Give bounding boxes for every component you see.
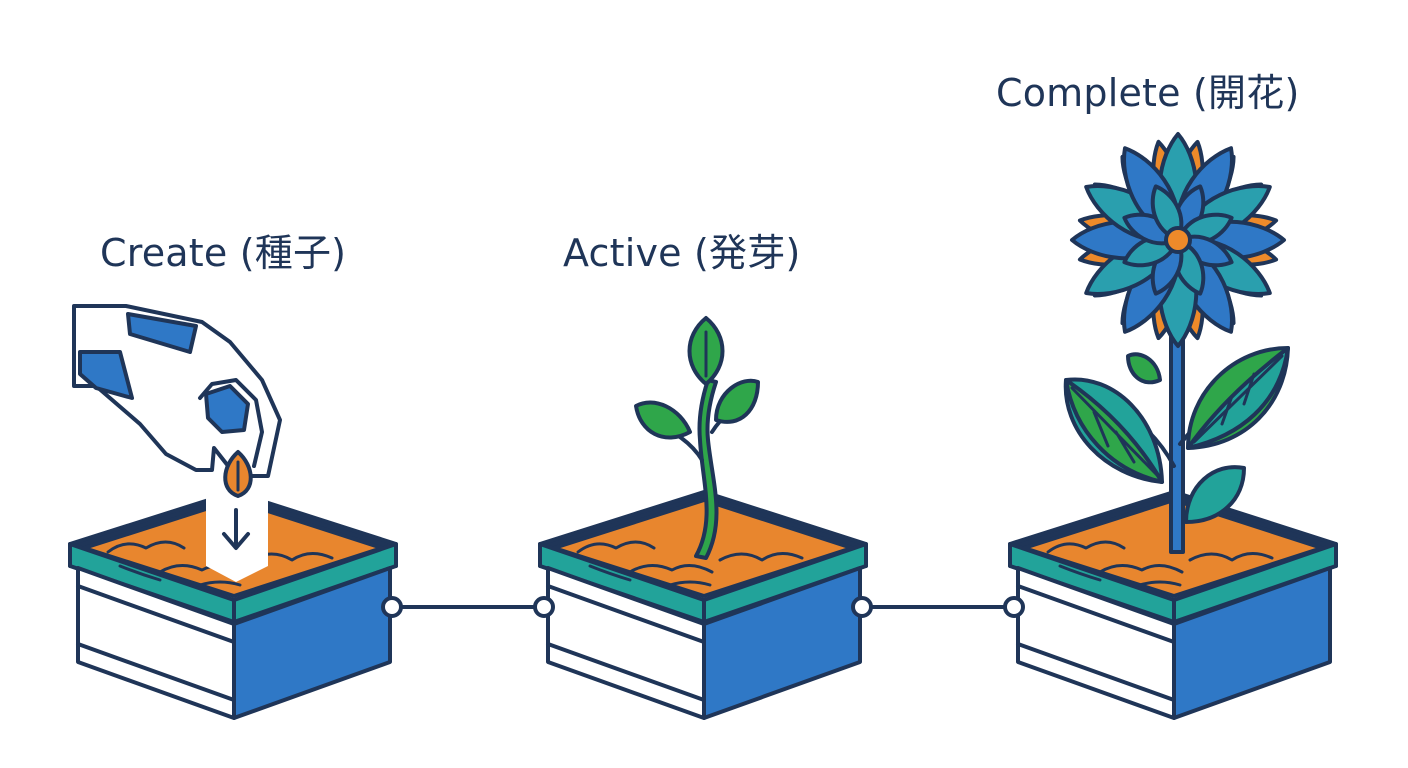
connector-node-active-left [533,596,555,618]
connector-node-active-right [851,596,873,618]
stage-label-active: Active (発芽) [563,231,801,275]
planter-box-active [538,490,868,720]
connector-node-complete-left [1003,596,1025,618]
seed-drop-arrow [206,492,268,582]
flower-icon [1063,298,1290,554]
flower-center [1164,226,1192,254]
flower-head [1070,132,1286,348]
stage-label-create: Create (種子) [100,231,347,275]
connector-node-create-right [381,596,403,618]
hand-planting-seed-icon [72,304,282,498]
sprout-icon [634,316,760,560]
stage-label-complete: Complete (開花) [996,71,1300,115]
